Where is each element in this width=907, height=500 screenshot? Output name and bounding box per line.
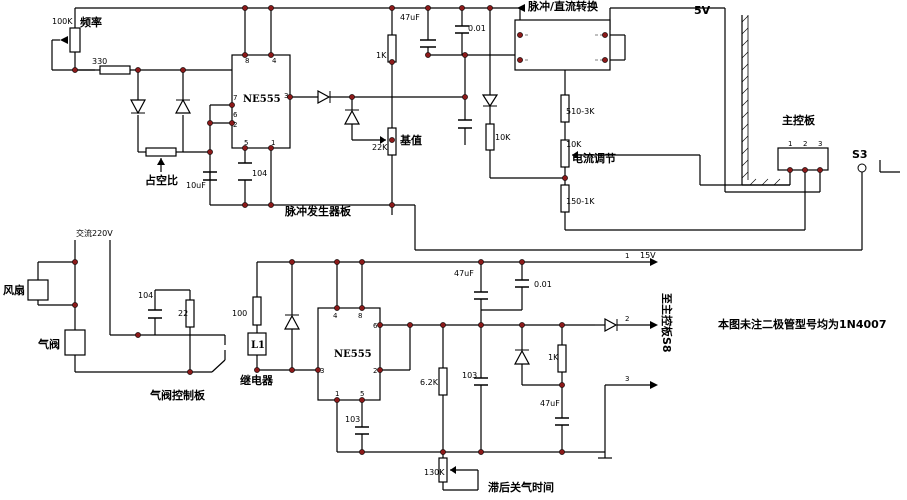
label-r-330: 330: [92, 57, 107, 66]
label-c-104: 104: [252, 169, 267, 178]
label-current-adj: 电流调节: [572, 151, 616, 165]
label-ne555-top: NE555: [243, 94, 281, 105]
label-relay: 继电器: [240, 373, 274, 387]
valve-control-wires: [37, 240, 650, 491]
label-pulse-board: 脉冲发生器板: [284, 204, 352, 218]
label-c-103-a: 103: [345, 415, 360, 424]
label-r-1k: 1K: [376, 51, 387, 60]
label-ne555-bottom: NE555: [334, 349, 372, 360]
pin-main-3: 3: [818, 140, 822, 148]
pin-bot-3: 3: [320, 367, 324, 375]
output-arrows: [517, 4, 658, 389]
label-valve-board: 气阀控制板: [149, 388, 206, 402]
label-r-100: 100: [232, 309, 247, 318]
pin-top-4: 4: [272, 57, 277, 65]
label-c-001-b: 0.01: [534, 280, 552, 289]
label-ac220: 交流220V: [76, 228, 113, 238]
ne555-bottom: [317, 307, 381, 401]
label-r-62k: 6.2K: [420, 378, 439, 387]
pin-top-2: 2: [233, 121, 237, 129]
label-r-10k-b: 10K: [566, 140, 582, 149]
label-fan: 风扇: [3, 283, 25, 297]
label-c-47uf-b: 47uF: [454, 269, 474, 278]
label-c-001-a: 0.01: [468, 24, 486, 33]
fan-box: [27, 279, 49, 301]
label-s3: S3: [852, 148, 868, 161]
label-c-47uf-c: 47uF: [540, 399, 560, 408]
pin-bot-2: 2: [373, 367, 377, 375]
pin-out-2: 2: [625, 315, 629, 323]
pin-top-7: 7: [233, 94, 237, 102]
label-duty: 占空比: [145, 173, 178, 187]
label-note: 本图未注二极管型号均为1N4007: [718, 317, 886, 331]
valve-box: [64, 329, 86, 356]
label-main-board: 主控板: [782, 113, 816, 127]
label-r-510-3k: 510-3K: [566, 107, 595, 116]
label-lag-time: 滞后关气时间: [488, 480, 554, 494]
pin-bot-6: 6: [373, 322, 378, 330]
label-r-22: 22: [178, 309, 188, 318]
pin-main-2: 2: [803, 140, 807, 148]
label-c-103-b: 103: [462, 371, 477, 380]
pin-out-1: 1: [625, 252, 629, 260]
label-valve: 气阀: [37, 337, 60, 351]
label-base-value: 基值: [399, 133, 422, 147]
label-pulse-dc: 脉冲/直流转换: [527, 0, 599, 13]
label-r-100k: 100K: [52, 17, 73, 26]
pin-top-8: 8: [245, 57, 249, 65]
label-to-main: 至主控板S8: [660, 293, 674, 353]
pot-duty: [145, 147, 177, 157]
text-labels: 100K 频率 330 占空比 10uF 104 NE555 8 4 7 3 6…: [3, 0, 886, 494]
label-r-1k-b: 1K: [548, 353, 559, 362]
pulse-generator-wires: [51, 7, 863, 251]
pin-bot-4: 4: [333, 312, 338, 320]
bottom-components: [27, 279, 618, 483]
pin-out-3: 3: [625, 375, 629, 383]
pin-bot-8: 8: [358, 312, 362, 320]
label-r-150-1k: 150-1K: [566, 197, 595, 206]
label-r-22k: 22K: [372, 143, 388, 152]
pulse-dc-converter: [514, 19, 611, 71]
ne555-top: [231, 54, 291, 149]
resistor-330: [99, 65, 131, 75]
label-l1: L1: [251, 340, 265, 351]
label-15v: 15V: [640, 251, 656, 260]
label-c-47uf-a: 47uF: [400, 13, 420, 22]
top-components: [60, 19, 611, 213]
pin-top-3: 3: [284, 92, 288, 100]
relay-l1: [247, 332, 267, 356]
label-r-130k: 130K: [424, 468, 445, 477]
junction-dots: [72, 5, 823, 455]
pin-top-5: 5: [244, 139, 248, 147]
label-r-10k: 10K: [495, 133, 511, 142]
pin-top-6: 6: [233, 111, 238, 119]
pin-bot-1: 1: [335, 390, 339, 398]
label-c-104-b: 104: [138, 291, 153, 300]
label-c-10uf: 10uF: [186, 181, 206, 190]
pin-main-1: 1: [788, 140, 792, 148]
label-freq: 频率: [80, 15, 102, 29]
label-5v: 5V: [694, 4, 711, 17]
main-board-panel: [741, 15, 900, 186]
pin-top-1: 1: [271, 139, 275, 147]
pin-bot-5: 5: [360, 390, 364, 398]
pot-100k: [69, 27, 81, 53]
